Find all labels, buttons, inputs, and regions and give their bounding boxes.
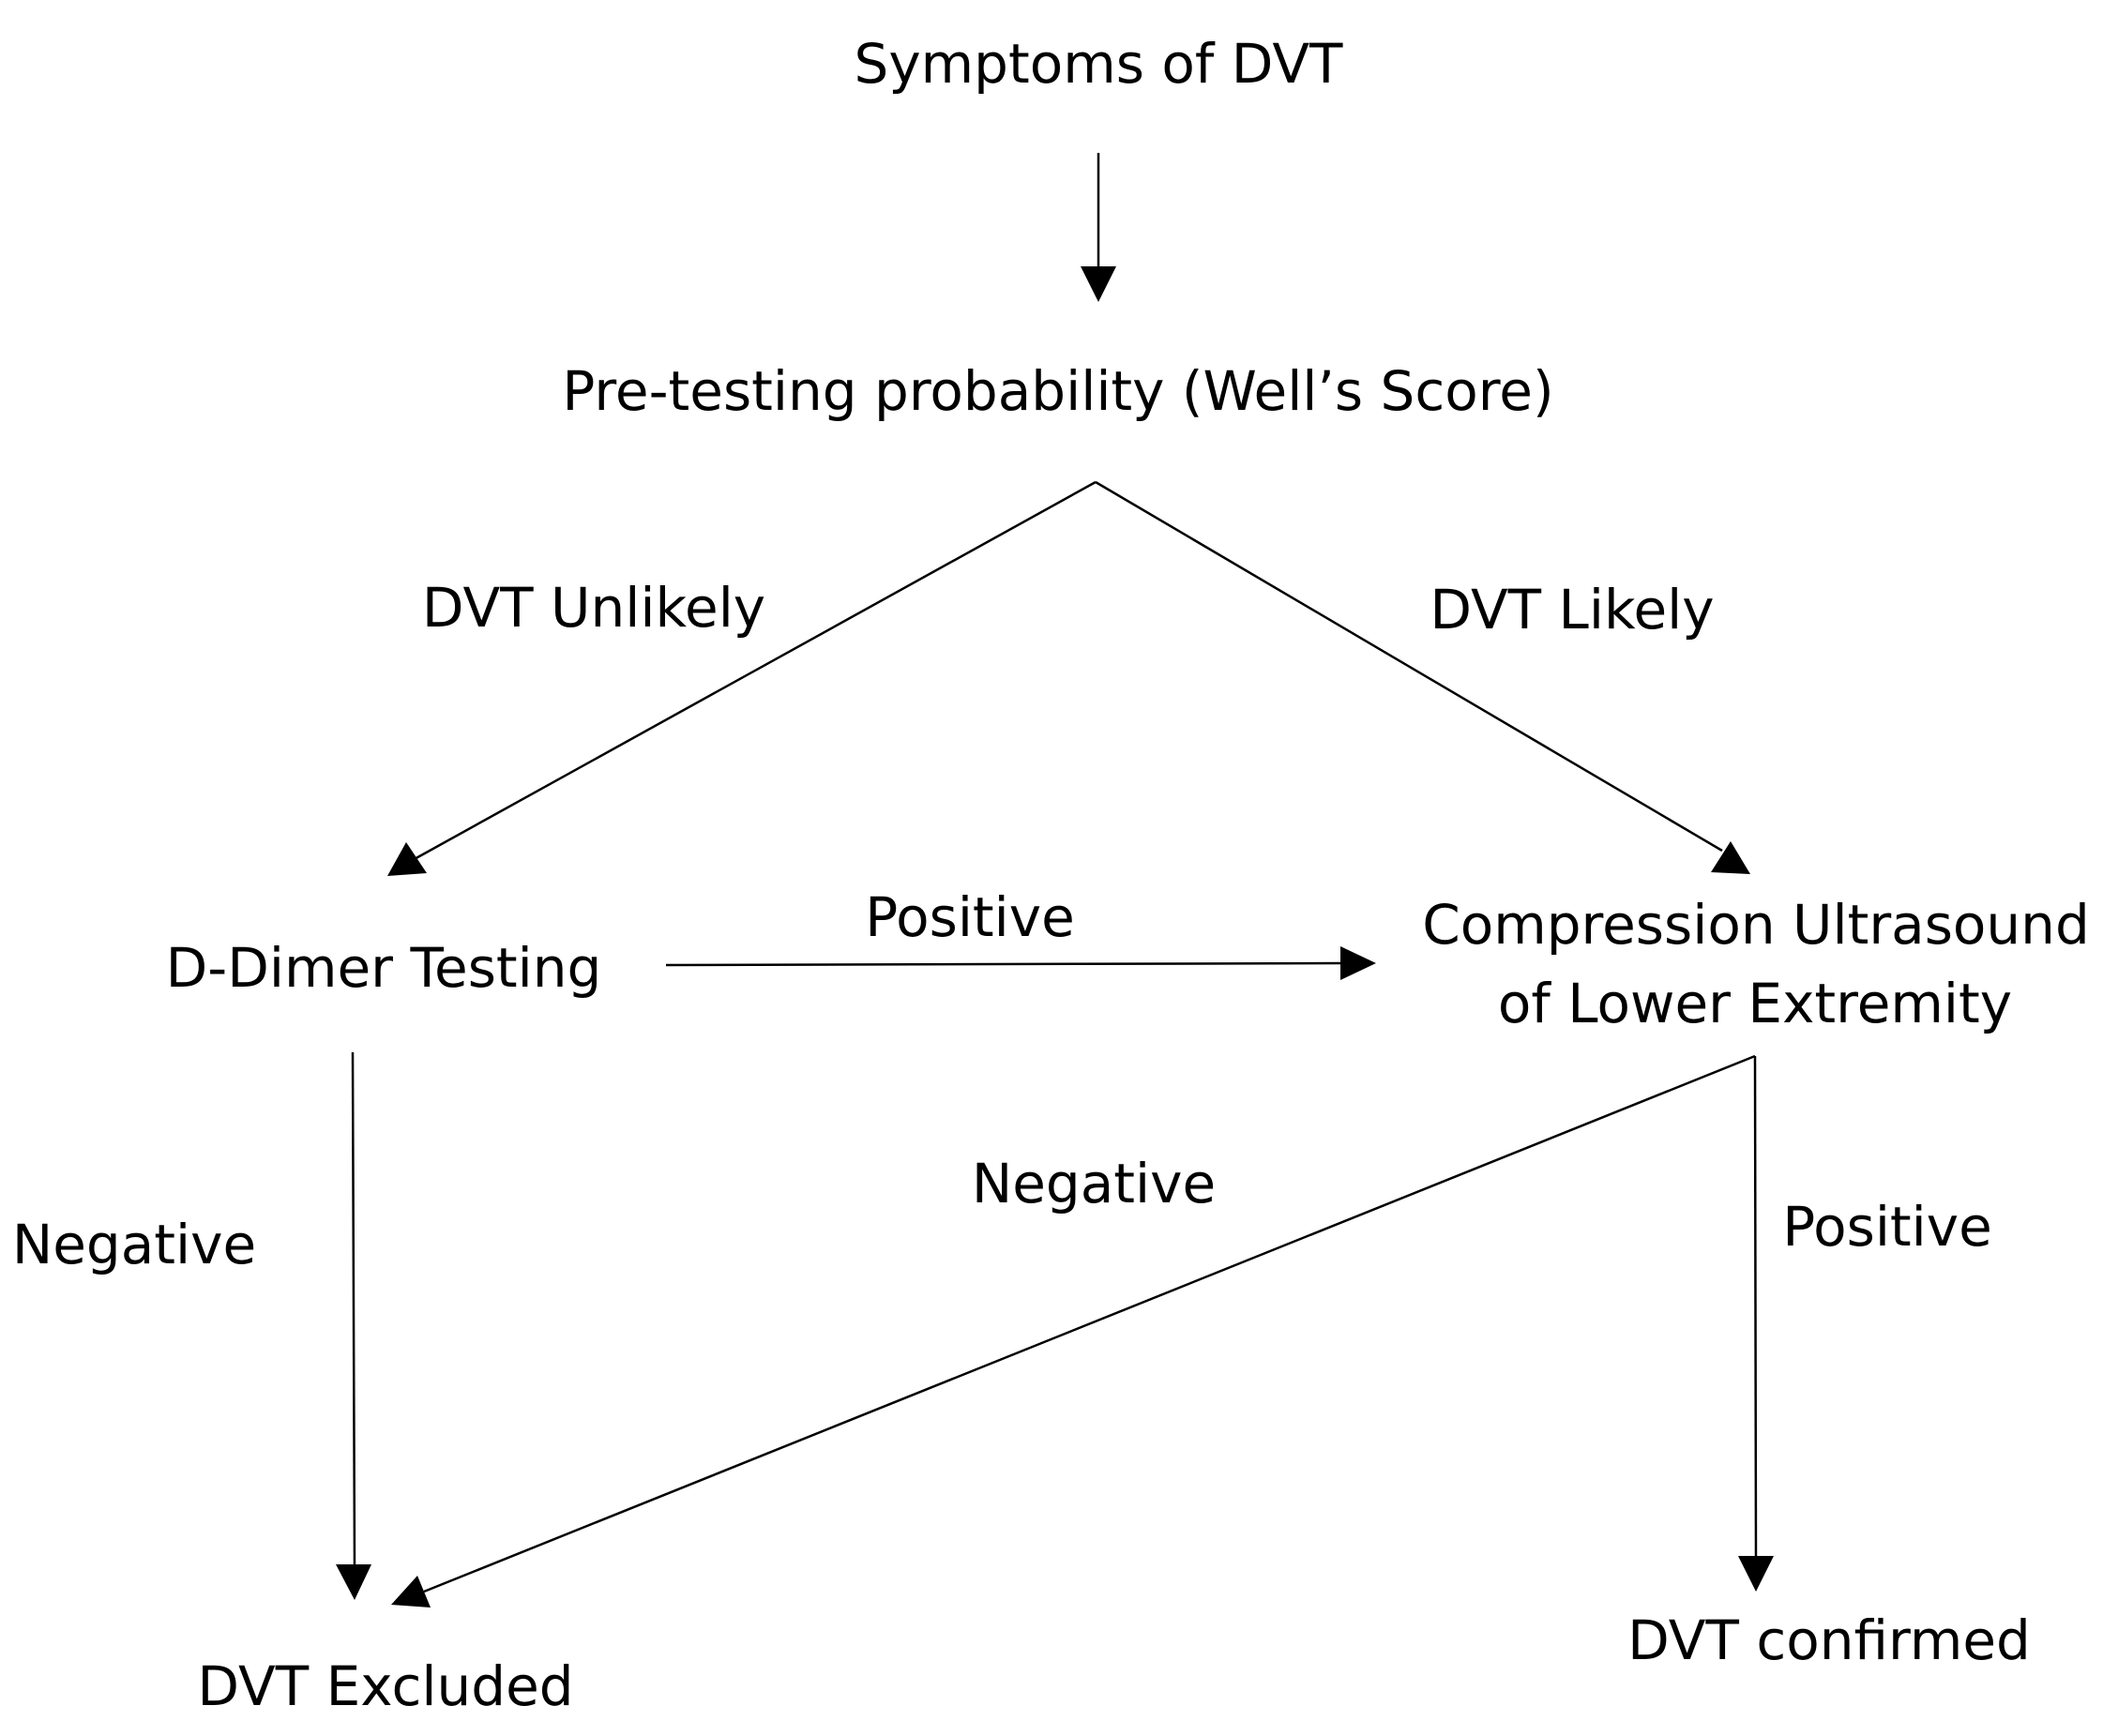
edge-pretest-to-ultrasound <box>1095 480 1723 853</box>
label-dvt-likely: DVT Likely <box>1430 578 1714 642</box>
label-ultrasound-negative: Negative <box>972 1152 1216 1215</box>
label-dvt-unlikely: DVT Unlikely <box>422 576 765 640</box>
node-ultrasound-line1: Compression Ultrasound <box>1422 893 2090 957</box>
arrowhead-ultrasound-to-confirmed <box>1738 1556 1774 1592</box>
node-symptoms: Symptoms of DVT <box>855 32 1343 96</box>
edge-pretest-to-ddimer <box>412 480 1097 862</box>
node-ddimer-testing: D-Dimer Testing <box>166 936 602 1000</box>
label-ddimer-negative: Negative <box>12 1213 256 1276</box>
arrowhead-ddimer-to-excluded <box>336 1564 371 1600</box>
arrowhead-pretest-to-ultrasound <box>1711 841 1750 874</box>
edge-ddimer-to-excluded <box>351 1051 356 1573</box>
node-dvt-excluded: DVT Excluded <box>197 1654 573 1718</box>
node-ultrasound-line2: of Lower Extremity <box>1498 972 2012 1035</box>
node-dvt-confirmed: DVT confirmed <box>1627 1608 2031 1672</box>
arrowhead-ddimer-to-ultrasound <box>1340 946 1376 980</box>
arrowhead-pretest-to-ddimer <box>387 842 427 876</box>
edge-ddimer-to-ultrasound <box>665 961 1347 967</box>
arrowhead-ultrasound-to-excluded <box>391 1576 431 1608</box>
arrowhead-symptoms-to-pretest <box>1081 266 1116 302</box>
edge-ultrasound-to-excluded <box>423 1054 1756 1593</box>
edge-ultrasound-to-confirmed <box>1753 1055 1758 1562</box>
node-pretest-probability: Pre-testing probability (Well’s Score) <box>562 359 1553 423</box>
label-ultrasound-positive: Positive <box>1782 1195 1992 1259</box>
label-ddimer-positive: Positive <box>865 885 1075 949</box>
